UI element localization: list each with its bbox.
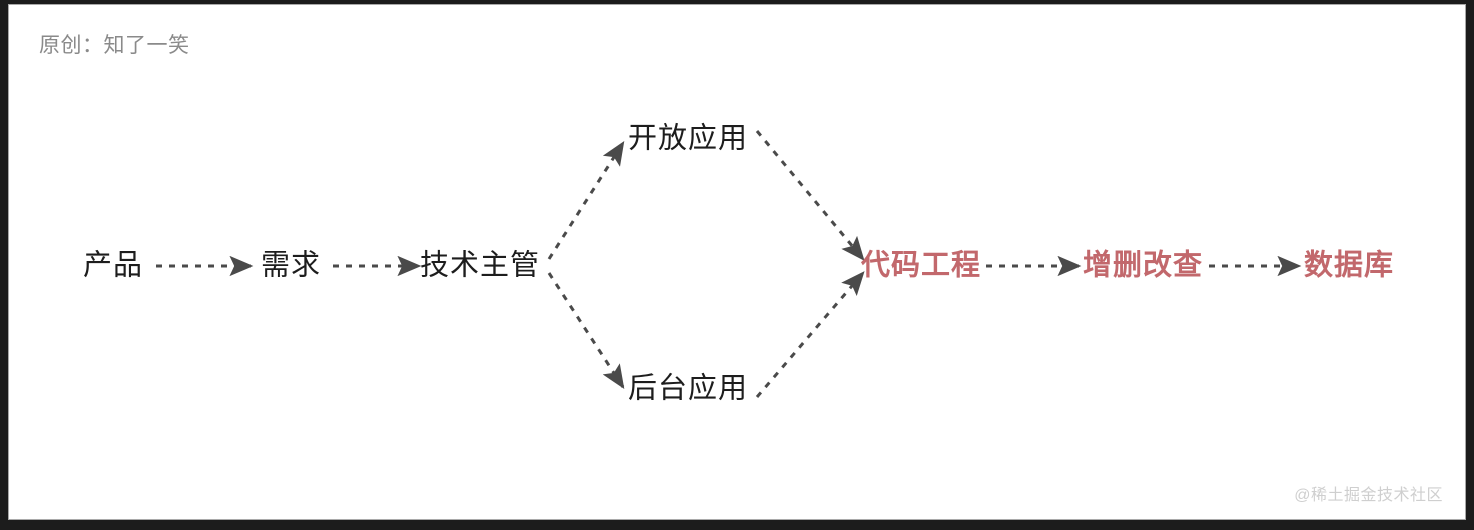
- flow-connectors: [156, 130, 1302, 398]
- node-open-app[interactable]: 开放应用: [627, 122, 749, 155]
- node-code-proj[interactable]: 代码工程: [860, 249, 982, 282]
- watermark-label: @稀土掘金技术社区: [1294, 487, 1443, 504]
- edge-tech-lead-to-back-app: [547, 272, 625, 390]
- node-database[interactable]: 数据库: [1303, 249, 1395, 282]
- node-demand[interactable]: 需求: [260, 249, 322, 282]
- node-product[interactable]: 产品: [82, 249, 144, 282]
- node-crud[interactable]: 增删改查: [1082, 249, 1204, 282]
- edge-open-app-to-code-proj: [755, 130, 865, 261]
- node-back-app[interactable]: 后台应用: [627, 372, 749, 405]
- edge-layer: [156, 130, 1302, 398]
- node-tech-lead[interactable]: 技术主管: [419, 249, 541, 282]
- diagram-inner-frame: 原创：知了一笑 产品 需求 技术主管 开放应用后台应用 代码工程 增删改查 数据库 @稀土掘…: [8, 4, 1466, 520]
- edge-back-app-to-code-proj: [755, 271, 865, 398]
- credit-label: 原创：知了一笑: [39, 34, 190, 57]
- edge-tech-lead-to-open-app: [547, 140, 625, 260]
